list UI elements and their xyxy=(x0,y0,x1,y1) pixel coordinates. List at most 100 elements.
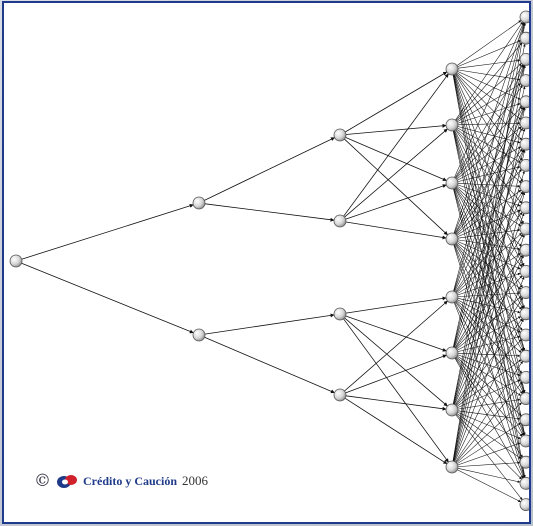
edge-arrow xyxy=(453,192,526,462)
edge-arrow xyxy=(457,398,521,410)
edge-arrow xyxy=(457,71,521,100)
output-node xyxy=(519,159,529,172)
edge-arrow xyxy=(454,233,524,348)
output-node xyxy=(519,137,529,151)
edge-arrow xyxy=(455,187,523,288)
edge-arrow xyxy=(453,170,525,405)
edge-arrow xyxy=(345,354,447,394)
root-node xyxy=(9,254,23,268)
edge-arrow xyxy=(456,243,522,310)
edge-arrow xyxy=(452,107,526,462)
edge-arrow xyxy=(455,212,523,293)
edge-arrow xyxy=(457,468,521,483)
output-node xyxy=(519,31,529,45)
edge-arrow xyxy=(452,22,526,462)
output-node xyxy=(519,95,529,109)
edge-arrow xyxy=(455,21,523,121)
credito-y-caucion-logo-icon xyxy=(57,475,77,488)
edge-arrow xyxy=(453,128,526,405)
output-node xyxy=(519,222,529,236)
edge-arrow xyxy=(455,360,523,463)
edge-arrow xyxy=(455,357,523,458)
edge-arrow xyxy=(457,291,521,297)
output-node xyxy=(519,10,529,24)
edge-arrow xyxy=(457,335,521,352)
edge-arrow xyxy=(456,20,522,66)
edge-arrow xyxy=(457,103,521,124)
edge-arrow xyxy=(21,262,194,334)
level2-node xyxy=(333,214,347,228)
edge-arrow xyxy=(454,244,524,394)
output-node xyxy=(519,201,529,215)
output-node xyxy=(519,307,529,321)
edge-arrow xyxy=(453,107,525,292)
edge-arrow xyxy=(344,300,448,392)
edge-arrow xyxy=(455,85,523,179)
edge-arrow xyxy=(456,413,522,459)
edge-arrow xyxy=(457,127,521,163)
edge-arrow xyxy=(345,315,447,352)
output-node xyxy=(519,371,529,384)
edge-arrow xyxy=(453,22,526,292)
output-node xyxy=(519,413,529,427)
edge-arrow xyxy=(457,121,521,126)
level2-node xyxy=(333,128,347,142)
edge-arrow xyxy=(344,317,448,407)
edges-layer xyxy=(21,20,526,503)
edge-arrow xyxy=(204,336,335,394)
edge-arrow xyxy=(456,355,522,396)
edge-arrow xyxy=(456,402,522,464)
edge-arrow xyxy=(453,149,526,462)
edge-arrow xyxy=(345,123,447,135)
edge-arrow xyxy=(454,149,524,292)
edge-arrow xyxy=(453,276,525,462)
edge-arrow xyxy=(453,149,525,348)
edge-arrow xyxy=(453,22,526,348)
edge-arrow xyxy=(456,356,522,417)
brand-name: Crédito y Caución xyxy=(83,473,177,488)
edge-arrow xyxy=(454,318,524,462)
edge-arrow xyxy=(345,184,447,220)
level3-node xyxy=(445,176,459,190)
edge-arrow xyxy=(344,397,448,465)
network-diagram xyxy=(9,10,529,511)
level1-node xyxy=(192,196,206,210)
copyright-symbol: © xyxy=(34,471,51,491)
edge-arrow xyxy=(453,234,525,462)
edge-arrow xyxy=(457,461,521,467)
edge-arrow xyxy=(456,169,522,235)
output-node xyxy=(519,477,529,490)
edge-arrow xyxy=(452,43,526,405)
edge-arrow xyxy=(457,166,521,182)
edge-arrow xyxy=(454,191,524,348)
output-node xyxy=(519,180,529,193)
output-node xyxy=(519,243,529,257)
edge-arrow xyxy=(454,64,525,234)
output-node xyxy=(519,434,529,448)
edge-arrow xyxy=(456,339,522,406)
edge-arrow xyxy=(457,184,521,207)
edge-arrow xyxy=(345,221,447,240)
edge-arrow xyxy=(455,129,523,204)
edge-arrow xyxy=(457,40,521,67)
edge-arrow xyxy=(454,358,524,479)
edge-arrow xyxy=(455,275,523,349)
edge-arrow xyxy=(456,126,522,180)
edge-arrow xyxy=(457,469,521,503)
edge-arrow xyxy=(344,128,448,218)
output-node xyxy=(519,53,529,66)
edge-arrow xyxy=(21,203,194,260)
edge-arrow xyxy=(204,313,335,335)
output-node xyxy=(519,349,529,363)
edge-arrow xyxy=(456,359,522,407)
edge-arrow xyxy=(453,64,526,348)
edge-arrow xyxy=(455,318,523,406)
output-node xyxy=(519,392,529,405)
output-node xyxy=(519,498,529,511)
edge-arrow xyxy=(343,318,449,463)
edge-arrow xyxy=(344,138,448,236)
edge-arrow xyxy=(455,414,523,501)
footer-credit: © Crédito y Caución 2006 xyxy=(34,471,208,491)
edge-arrow xyxy=(453,86,526,405)
level3-node xyxy=(445,403,459,417)
